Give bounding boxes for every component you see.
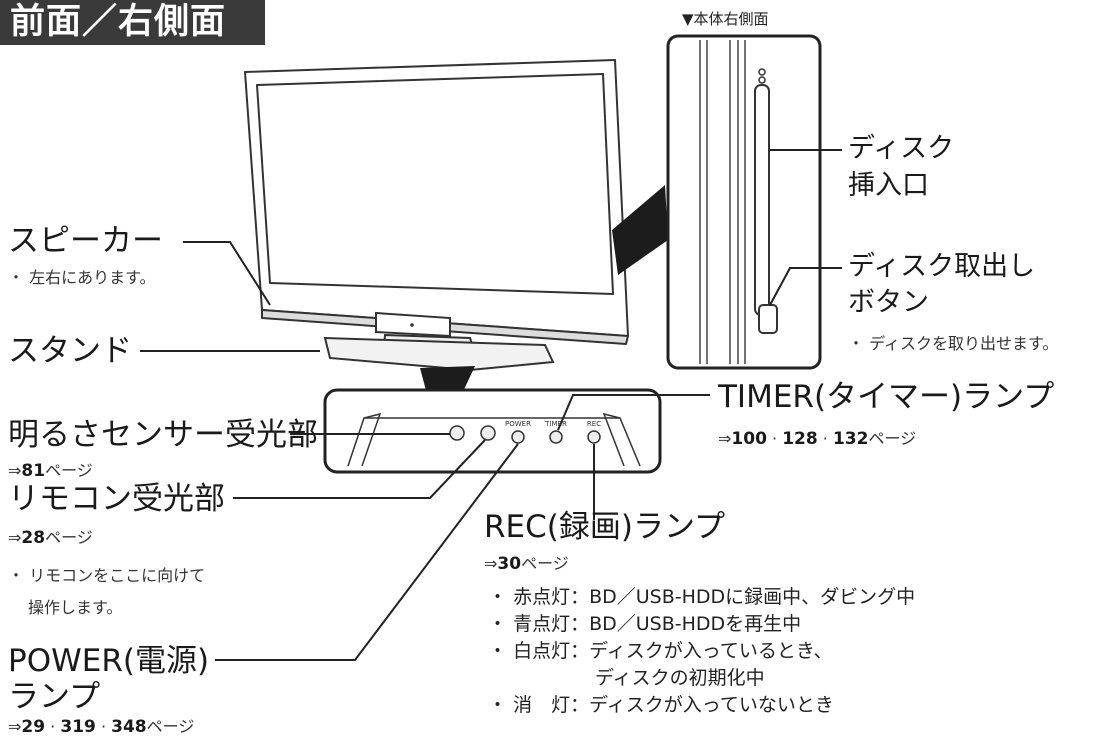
rec-lamp-label: REC(録画)ランプ xyxy=(484,509,726,545)
power-lamp-dot xyxy=(511,430,525,444)
remote-sensor-note-1: ・ リモコンをここに向けて xyxy=(8,566,206,585)
rec-lamp-states: ・ 赤点灯：BD／USB-HDDに録画中、ダビング中 ・ 青点灯：BD／USB-… xyxy=(488,582,915,717)
panel-rec-text: REC xyxy=(587,420,601,428)
panel-power-text: POWER xyxy=(505,420,531,428)
speaker-label: スピーカー xyxy=(8,223,163,259)
page-title: 前面／右側面 xyxy=(0,0,265,45)
timer-lamp-ref: ⇒100 · 128 · 132ページ xyxy=(718,429,917,449)
eject-button-label-2: ボタン xyxy=(848,287,929,318)
stand-label: スタンド xyxy=(8,333,132,369)
disc-slot-label-2: 挿入口 xyxy=(848,170,929,201)
panel-timer-text: TIMER xyxy=(544,420,567,428)
rec-state-row-continuation: ディスクの初期化中 xyxy=(595,667,765,689)
sensor-dot-2 xyxy=(480,425,496,441)
brightness-sensor-ref: ⇒81ページ xyxy=(8,461,93,481)
side-view-frame xyxy=(666,34,822,370)
remote-sensor-ref: ⇒28ページ xyxy=(8,528,93,548)
eject-button-graphic xyxy=(758,304,778,334)
power-lamp-ref: ⇒29 · 319 · 348ページ xyxy=(8,717,195,737)
side-view-caption: ▼本体右側面 xyxy=(682,10,769,28)
tv-front xyxy=(244,59,629,345)
eject-button-note: ・ ディスクを取り出せます。 xyxy=(848,334,1059,353)
tv-stand xyxy=(323,333,555,372)
rec-state-row: ・ 赤点灯：BD／USB-HDDに録画中、ダビング中 xyxy=(488,586,916,608)
leader-lines xyxy=(140,149,842,661)
brightness-sensor-label: 明るさセンサー受光部 xyxy=(8,417,318,453)
speaker-note: ・ 左右にあります。 xyxy=(8,268,156,287)
rec-lamp-dot xyxy=(587,430,601,444)
rec-lamp-ref: ⇒30ページ xyxy=(484,554,569,574)
power-lamp-label-2: ランプ xyxy=(8,679,101,715)
rec-state-row: ・ 白点灯：ディスクが入っているとき、 xyxy=(488,640,833,662)
power-lamp-label-1: POWER(電源) xyxy=(8,643,210,679)
remote-sensor-note-2: 操作します。 xyxy=(28,598,123,617)
sensor-dot-1 xyxy=(449,425,465,441)
timer-lamp-label: TIMER(タイマー)ランプ xyxy=(718,379,1055,415)
disc-slot-graphic xyxy=(754,84,770,316)
disc-slot-label-1: ディスク xyxy=(848,133,955,164)
rec-state-row: ・ 青点灯：BD／USB-HDDを再生中 xyxy=(488,613,802,635)
timer-lamp-dot xyxy=(549,430,563,444)
eject-button-label-1: ディスク取出し xyxy=(848,251,1036,282)
remote-sensor-label: リモコン受光部 xyxy=(8,481,225,517)
rec-state-row: ・ 消 灯：ディスクが入っていないとき xyxy=(488,694,834,716)
